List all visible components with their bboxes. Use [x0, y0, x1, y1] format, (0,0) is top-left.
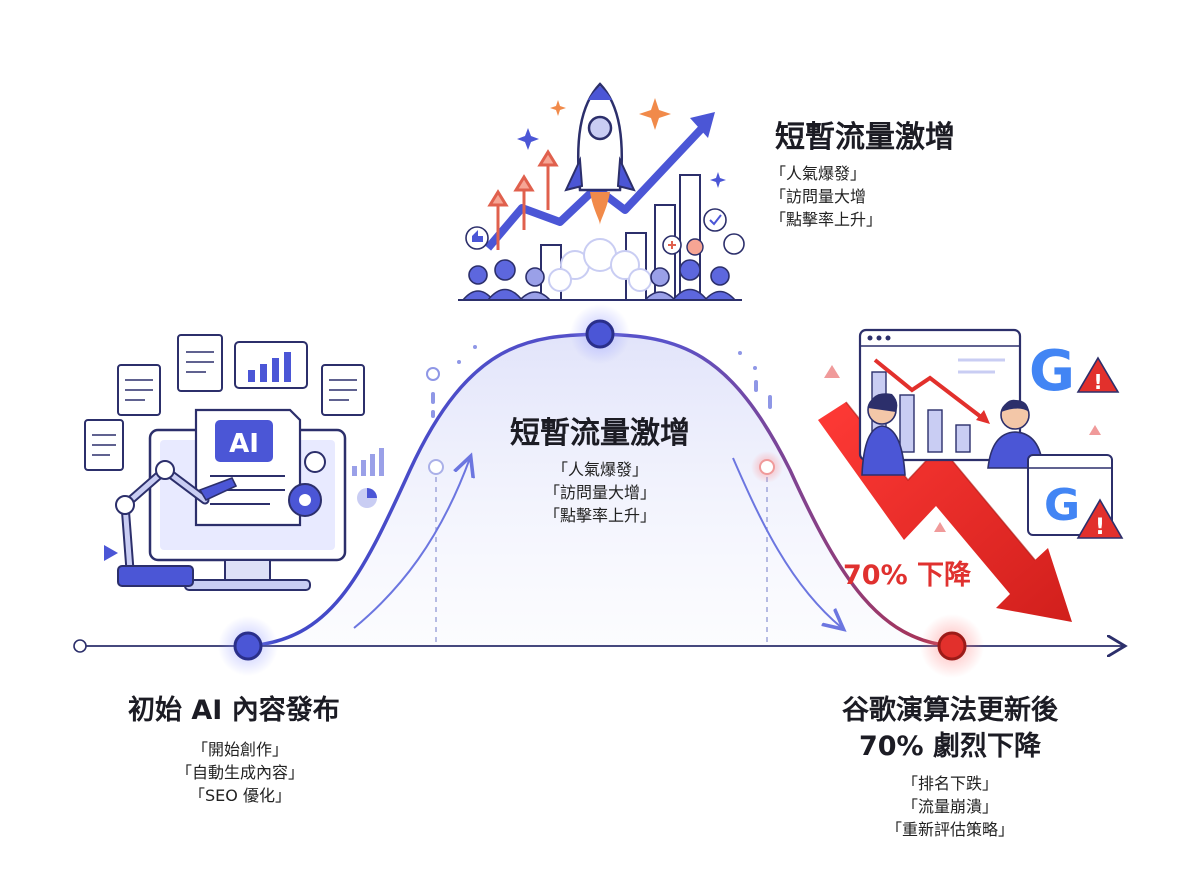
peak-node: [585, 319, 615, 349]
stage-peak-inner-note-3: 「點擊率上升」: [543, 506, 656, 525]
stage-decline-note-2: 「流量崩潰」: [901, 797, 998, 816]
ranking-drop-illustration: G G ! !: [824, 328, 1124, 540]
stage-decline-title-line1: 谷歌演算法更新後: [842, 695, 1058, 726]
stage-peak-inner-note-1: 「人氣爆發」: [551, 460, 648, 479]
warning-icon-bottom: !: [1095, 515, 1105, 540]
drop-percentage-badge: 70% 下降: [843, 560, 972, 591]
rise-arrow: [353, 458, 470, 629]
google-g-icon-top: G: [1029, 339, 1075, 404]
stage-peak-notes: 「人氣爆發」 「訪問量大增 「點擊率上升」: [770, 162, 882, 231]
stage-peak-inner-note-2: 「訪問量大增」: [543, 483, 656, 502]
ai-workstation-illustration: AI: [84, 334, 384, 591]
stage-peak-title: 短暫流量激增: [775, 120, 955, 155]
stage-decline-title-line2: 70% 劇烈下降: [858, 731, 1042, 762]
sparkle-dots: [426, 345, 772, 418]
stage-decline-note-3: 「重新評估策略」: [885, 820, 1014, 839]
stage-decline-notes: 「排名下跌」 「流量崩潰」 「重新評估策略」: [860, 772, 1040, 841]
stage-initial-note-2: 「自動生成內容」: [175, 763, 304, 782]
axis-start-dot: [73, 639, 87, 653]
stage-initial-notes: 「開始創作」 「自動生成內容」 「SEO 優化」: [150, 738, 330, 807]
end-node: [937, 631, 967, 661]
start-node: [233, 631, 263, 661]
stage-initial-note-1: 「開始創作」: [191, 740, 288, 759]
stage-decline-note-1: 「排名下跌」: [901, 774, 998, 793]
fall-marker: [759, 459, 775, 475]
stage-peak-inner-title: 短暫流量激增: [510, 416, 690, 451]
ai-chip-label: AI: [229, 429, 259, 459]
stage-initial-title: 初始 AI 內容發布: [128, 695, 340, 726]
warning-icon-top: !: [1093, 370, 1102, 394]
fall-arrow: [732, 457, 842, 628]
stage-peak-note-2: 「訪問量大增: [770, 187, 867, 206]
stage-initial-note-3: 「SEO 優化」: [189, 786, 291, 805]
rocket-growth-illustration: [458, 82, 745, 301]
stage-peak-inner-notes: 「人氣爆發」 「訪問量大增」 「點擊率上升」: [510, 458, 690, 527]
stage-peak-note-1: 「人氣爆發」: [770, 164, 867, 183]
curve-area: [248, 334, 952, 646]
google-g-icon: G: [1044, 480, 1080, 531]
rise-marker: [428, 459, 444, 475]
stage-peak-note-3: 「點擊率上升」: [770, 210, 883, 229]
